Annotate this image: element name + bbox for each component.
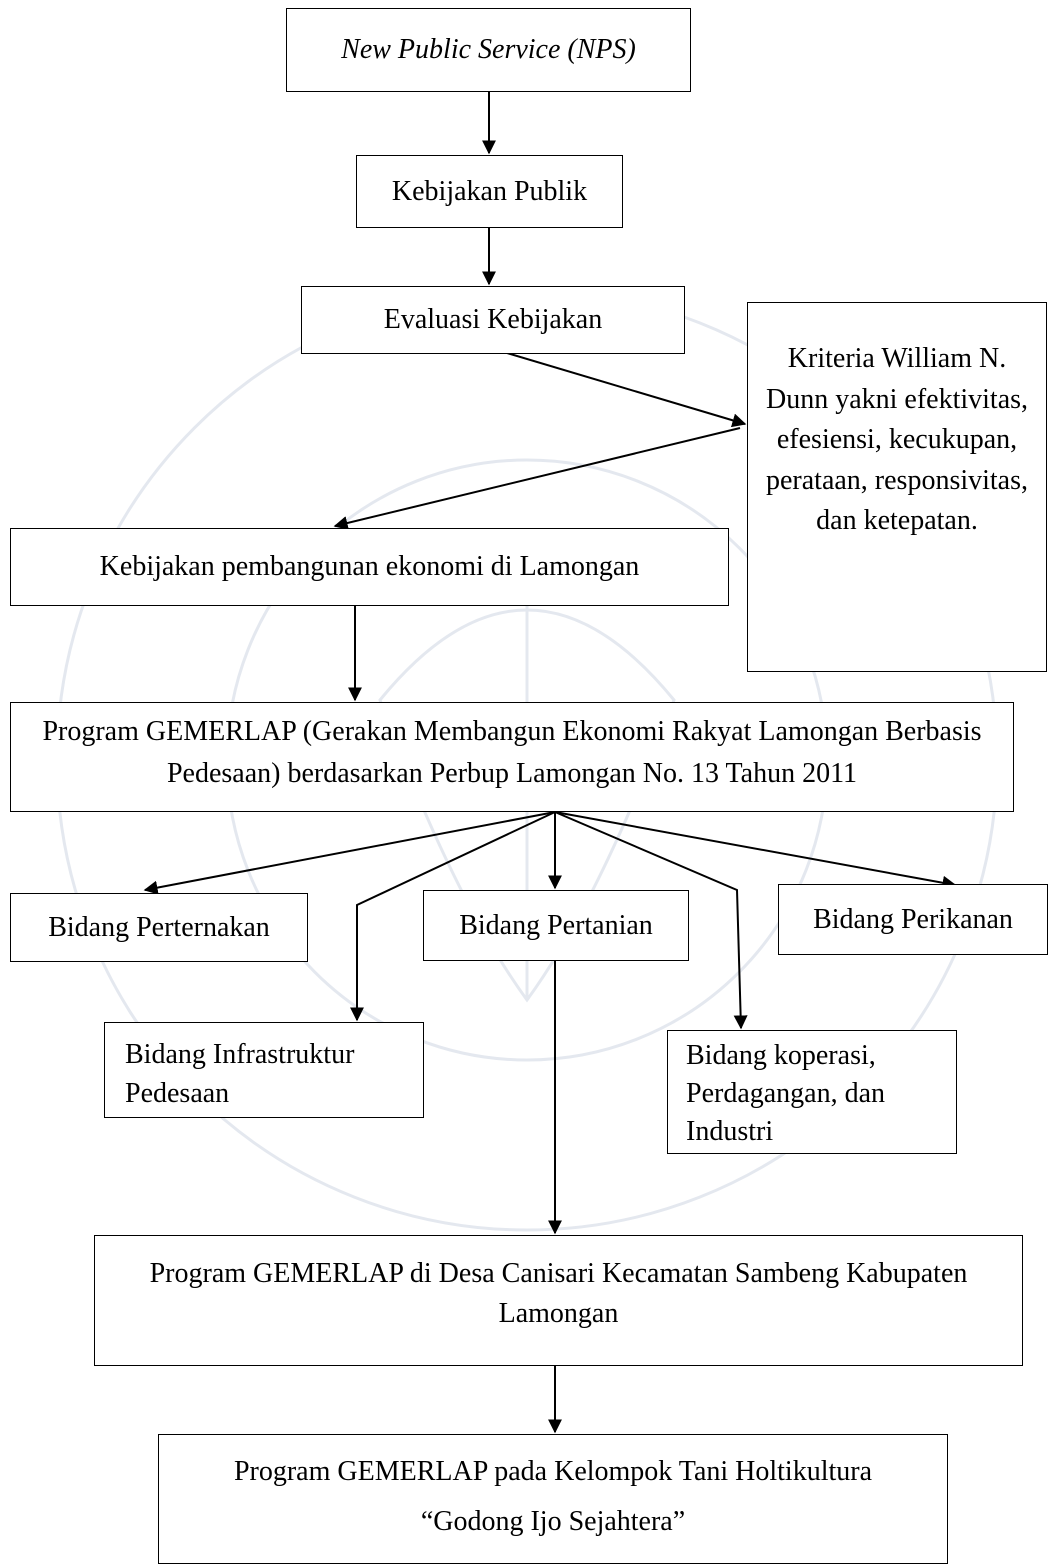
node-program-gemerlap-label: Program GEMERLAP (Gerakan Membangun Ekon…	[42, 716, 982, 789]
arrow-program-to-perikanan	[554, 811, 957, 890]
node-infrastruktur: Bidang Infrastruktur Pedesaan	[104, 1022, 424, 1118]
arrow-kriteria-to-pembangunan	[333, 427, 741, 530]
node-peternakan-label: Bidang Perternakan	[48, 911, 270, 943]
node-desa-canisari-label: Program GEMERLAP di Desa Canisari Kecama…	[149, 1258, 968, 1329]
node-kebijakan-publik: Kebijakan Publik	[356, 155, 623, 228]
node-evaluasi-label: Evaluasi Kebijakan	[383, 304, 603, 336]
node-kelompok-tani-line1: Program GEMERLAP pada Kelompok Tani Holt…	[233, 1456, 873, 1487]
arrow-evaluasi-to-kriteria	[506, 352, 747, 428]
node-kelompok-tani: Program GEMERLAP pada Kelompok Tani Holt…	[158, 1434, 948, 1564]
node-perikanan-label: Bidang Perikanan	[813, 903, 1013, 935]
node-infrastruktur-label: Bidang Infrastruktur Pedesaan	[125, 1039, 355, 1109]
node-pertanian-label: Bidang Pertanian	[459, 909, 653, 941]
node-perikanan: Bidang Perikanan	[778, 884, 1048, 955]
node-kriteria-label: Kriteria William N. Dunn yakni efektivit…	[765, 343, 1029, 536]
arrow-program-to-infrastruktur	[350, 811, 556, 1022]
node-nps-label: New Public Service (NPS)	[341, 34, 636, 66]
node-kebijakan-pembangunan: Kebijakan pembangunan ekonomi di Lamonga…	[10, 528, 729, 606]
node-kebijakan-pembangunan-label: Kebijakan pembangunan ekonomi di Lamonga…	[99, 551, 640, 583]
node-kebijakan-publik-label: Kebijakan Publik	[391, 175, 588, 207]
node-desa-canisari: Program GEMERLAP di Desa Canisari Kecama…	[94, 1235, 1023, 1366]
node-peternakan: Bidang Perternakan	[10, 893, 308, 962]
node-evaluasi: Evaluasi Kebijakan	[301, 286, 685, 354]
arrow-program-to-koperasi	[554, 811, 748, 1030]
node-nps: New Public Service (NPS)	[286, 8, 691, 92]
node-pertanian: Bidang Pertanian	[423, 890, 689, 961]
node-kriteria: Kriteria William N. Dunn yakni efektivit…	[747, 302, 1047, 672]
node-program-gemerlap: Program GEMERLAP (Gerakan Membangun Ekon…	[10, 702, 1014, 812]
arrow-program-to-peternakan	[143, 811, 556, 895]
node-koperasi-label: Bidang koperasi, Perdagangan, dan Indust…	[686, 1040, 886, 1147]
node-koperasi: Bidang koperasi, Perdagangan, dan Indust…	[667, 1030, 957, 1154]
node-kelompok-tani-line2: “Godong Ijo Sejahtera”	[420, 1506, 686, 1537]
